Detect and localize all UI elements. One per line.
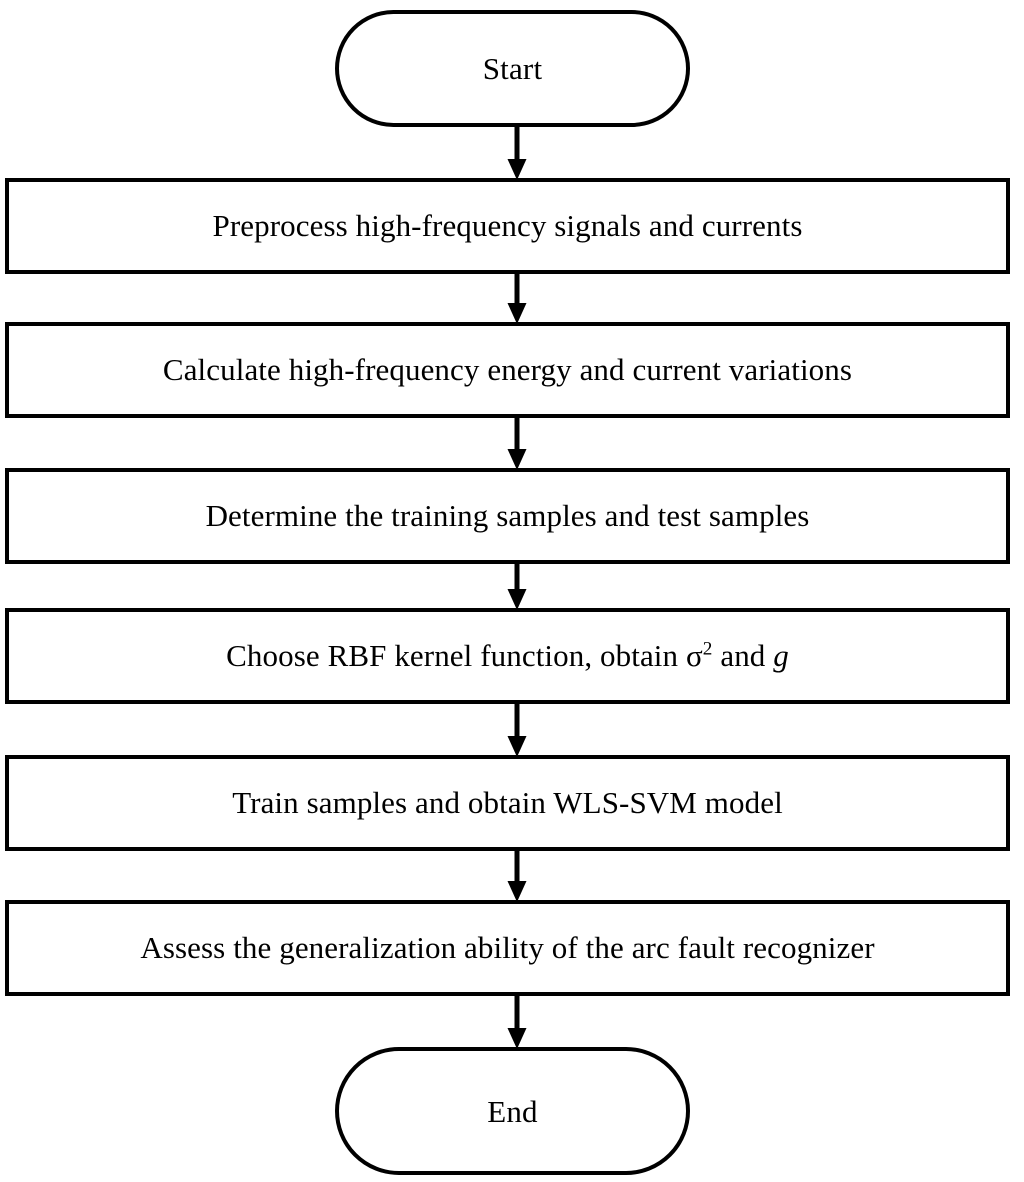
node-assess[interactable]: Assess the generalization ability of the…: [5, 900, 1010, 996]
node-start[interactable]: Start: [335, 10, 690, 127]
connector-arrow: [507, 704, 527, 757]
node-kernel[interactable]: Choose RBF kernel function, obtain σ2 an…: [5, 608, 1010, 704]
node-calculate[interactable]: Calculate high-frequency energy and curr…: [5, 322, 1010, 418]
node-end-label: End: [487, 1093, 538, 1129]
node-calculate-label: Calculate high-frequency energy and curr…: [162, 352, 853, 388]
connector-arrow: [507, 996, 527, 1049]
connector-arrow: [507, 851, 527, 902]
node-preprocess-label: Preprocess high-frequency signals and cu…: [212, 208, 803, 244]
node-train[interactable]: Train samples and obtain WLS-SVM model: [5, 755, 1010, 851]
connector-arrow: [507, 564, 527, 610]
node-determine[interactable]: Determine the training samples and test …: [5, 468, 1010, 564]
node-assess-label: Assess the generalization ability of the…: [140, 930, 875, 966]
node-start-label: Start: [482, 51, 543, 86]
connector-arrow: [507, 418, 527, 470]
node-kernel-label: Choose RBF kernel function, obtain σ2 an…: [226, 638, 789, 674]
node-preprocess[interactable]: Preprocess high-frequency signals and cu…: [5, 178, 1010, 274]
node-determine-label: Determine the training samples and test …: [205, 498, 810, 534]
connector-arrow: [507, 127, 527, 180]
node-train-label: Train samples and obtain WLS-SVM model: [232, 785, 783, 821]
connector-arrow: [507, 274, 527, 324]
node-end[interactable]: End: [335, 1047, 690, 1175]
